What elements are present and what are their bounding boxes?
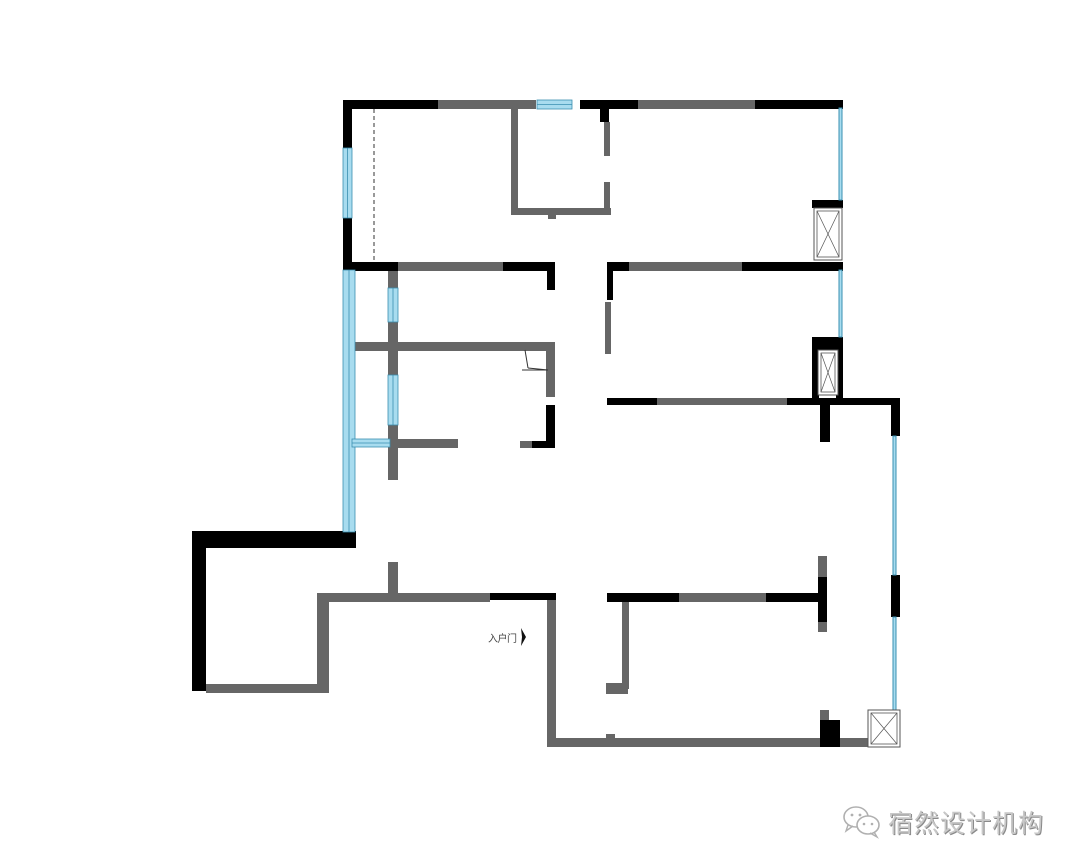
- load-bearing-wall: [600, 106, 609, 122]
- load-bearing-wall: [490, 593, 556, 600]
- load-bearing-wall: [547, 262, 555, 290]
- load-bearing-wall: [787, 398, 900, 405]
- partition-wall: [604, 182, 610, 215]
- load-bearing-wall: [192, 531, 206, 691]
- watermark-text: 宿然设计机构: [888, 809, 1045, 838]
- load-bearing-wall: [836, 337, 843, 402]
- load-bearing-wall: [766, 593, 826, 602]
- load-bearing-wall: [607, 398, 657, 405]
- load-bearing-walls: [192, 100, 900, 747]
- partition-wall: [511, 208, 611, 215]
- utility-shafts: [813, 207, 901, 748]
- partition-wall: [388, 425, 398, 480]
- partition-wall: [388, 268, 398, 288]
- load-bearing-wall: [607, 262, 613, 300]
- load-bearing-wall: [607, 593, 679, 602]
- partition-wall: [547, 738, 822, 747]
- load-bearing-wall: [742, 262, 843, 271]
- partition-wall: [622, 597, 629, 689]
- partition-wall: [547, 593, 556, 746]
- partition-wall: [352, 342, 555, 351]
- load-bearing-wall: [532, 441, 555, 448]
- partition-wall: [398, 262, 503, 271]
- partition-wall: [511, 107, 518, 215]
- wechat-icon: [843, 806, 880, 839]
- partition-wall: [520, 441, 534, 448]
- partition-wall: [679, 593, 766, 602]
- load-bearing-wall: [580, 100, 638, 109]
- load-bearing-wall: [503, 262, 555, 271]
- partition-wall: [438, 100, 536, 109]
- partition-wall: [657, 398, 787, 405]
- window: [892, 616, 897, 711]
- load-bearing-wall: [607, 262, 629, 271]
- window: [838, 107, 843, 201]
- partition-wall: [840, 738, 868, 747]
- load-bearing-wall: [812, 200, 843, 208]
- window: [838, 269, 843, 338]
- partition-wall: [638, 100, 755, 109]
- partition-wall: [629, 262, 742, 271]
- partition-wall: [606, 734, 615, 740]
- load-bearing-wall: [891, 398, 900, 436]
- partition-wall: [606, 683, 628, 694]
- load-bearing-wall: [546, 405, 555, 447]
- windows: [342, 99, 897, 711]
- partition-wall: [605, 302, 611, 354]
- load-bearing-wall: [343, 262, 398, 271]
- partition-wall: [548, 210, 556, 219]
- partition-walls: [206, 100, 868, 747]
- partition-wall: [398, 439, 458, 448]
- partition-wall: [388, 350, 398, 375]
- partition-wall: [206, 684, 329, 693]
- watermark: 宿然设计机构: [842, 802, 1044, 842]
- partition-wall: [820, 710, 829, 720]
- load-bearing-wall: [343, 218, 352, 270]
- door-swing-symbol: [522, 349, 549, 371]
- load-bearing-wall: [891, 575, 900, 617]
- partition-wall: [818, 556, 827, 577]
- load-bearing-wall: [820, 720, 840, 747]
- entry-door-label: 入户门: [488, 634, 517, 645]
- load-bearing-wall: [812, 337, 819, 402]
- partition-wall: [317, 593, 490, 602]
- partition-wall: [317, 593, 329, 690]
- load-bearing-wall: [820, 398, 830, 442]
- window: [892, 435, 897, 576]
- load-bearing-wall: [192, 531, 356, 548]
- load-bearing-wall: [343, 100, 352, 148]
- load-bearing-wall: [343, 100, 438, 109]
- partition-wall: [546, 342, 555, 397]
- load-bearing-wall: [755, 100, 843, 109]
- load-bearing-wall: [818, 577, 827, 622]
- partition-wall: [388, 322, 398, 350]
- entry-arrow-icon: [521, 628, 526, 646]
- partition-wall: [818, 622, 827, 632]
- partition-wall: [388, 562, 398, 597]
- partition-wall: [604, 122, 610, 156]
